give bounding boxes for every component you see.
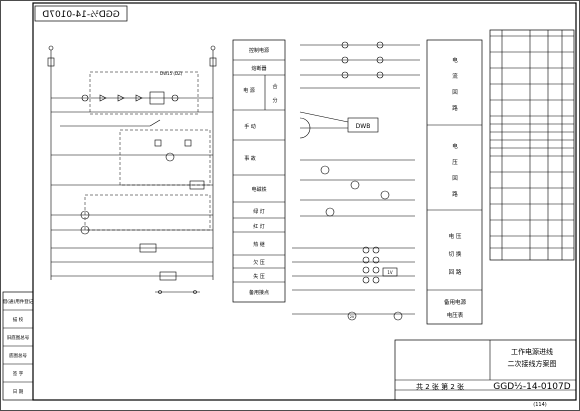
relay-dashed-box xyxy=(89,71,199,115)
title-block: 工作电源进线 二次接线方案图 共 2 张 第 2 张 GGD½-14-0107D… xyxy=(394,339,577,408)
green-lamp-symbol xyxy=(80,210,90,220)
rt-current-1: 电 xyxy=(452,56,458,64)
ft-power: 电 源 xyxy=(243,87,255,94)
title-line-1: 工作电源进线 xyxy=(511,347,553,356)
drawing-code: GGD½-14-0107D xyxy=(493,382,570,392)
ft-red: 红 灯 xyxy=(253,223,265,230)
mirrored-code: GGD½-14-0107D xyxy=(42,10,119,20)
sheet-ref: (114) xyxy=(533,402,546,408)
rt-voltage-3: 回 xyxy=(452,175,458,182)
rev-cell-5: 签 字 xyxy=(13,370,24,377)
metering-circuits: DWB 1V 2V xyxy=(292,41,420,321)
ft-trip: 分 xyxy=(272,97,277,104)
rev-cell-4: 底图总号 xyxy=(9,352,27,359)
ft-spare: 备用接点 xyxy=(249,289,269,296)
bus1-label: 1V xyxy=(387,270,393,275)
rev-cell-6: 日 期 xyxy=(13,389,24,395)
rev-cell-1: 借(通)用件登记 xyxy=(3,298,34,305)
switch-dashed-box xyxy=(119,129,211,186)
rt-switch-1: 电 压 xyxy=(449,232,462,240)
inner-border xyxy=(32,2,577,401)
sheet-count: 共 2 张 第 2 张 xyxy=(416,382,464,391)
dwb-box xyxy=(347,117,379,133)
dwb-label: DWB xyxy=(356,123,371,130)
ft-close: 合 xyxy=(272,83,277,90)
circuit-type-table: 电 流 回 路 电 压 回 路 电 压 切 换 回 路 备用电源 电压表 xyxy=(426,39,483,325)
fuse-right xyxy=(209,57,217,67)
ft-fault: 事 故 xyxy=(244,155,256,162)
rt-current-2: 流 xyxy=(452,72,458,80)
ft-loss: 失 压 xyxy=(253,273,265,280)
rev-cell-2: 描 校 xyxy=(13,316,24,323)
rt-spare-2: 电压表 xyxy=(447,311,464,319)
function-table: 控制电源 熔断器 电 源 合 分 手 动 事 故 电磁铁 绿 灯 红 灯 热 继… xyxy=(232,39,286,303)
lamp-dashed-box xyxy=(84,194,211,231)
rt-voltage-1: 电 xyxy=(452,142,458,150)
device-list-table xyxy=(489,29,575,261)
rt-current-3: 回 xyxy=(452,89,458,96)
control-circuit: DW15 (DZ) xyxy=(47,45,217,294)
fuse-left xyxy=(47,57,55,67)
relay-box-label: DW15 (DZ) xyxy=(160,71,183,76)
ft-under: 欠 压 xyxy=(253,259,265,266)
rt-voltage-2: 压 xyxy=(452,159,458,166)
rt-switch-2: 切 换 xyxy=(449,250,462,258)
rt-spare-1: 备用电源 xyxy=(444,298,467,306)
bus2-label: 2V xyxy=(350,315,355,319)
ft-ctrl: 控制电源 xyxy=(249,47,269,54)
rt-switch-3: 回 路 xyxy=(449,268,462,276)
left-revision-strip: 借(通)用件登记 描 校 旧底图总号 底图总号 签 字 日 期 xyxy=(2,291,34,401)
rev-cell-3: 旧底图总号 xyxy=(7,334,30,341)
ft-green: 绿 灯 xyxy=(253,208,265,215)
rt-voltage-4: 路 xyxy=(452,190,458,198)
rt-current-4: 路 xyxy=(452,104,458,112)
mirrored-code-box: GGD½-14-0107D xyxy=(34,5,128,22)
ft-coil: 电磁铁 xyxy=(251,186,266,193)
ft-manual: 手 动 xyxy=(244,123,256,130)
title-line-2: 二次接线方案图 xyxy=(508,359,557,368)
ft-fuse: 熔断器 xyxy=(251,65,266,72)
red-lamp-symbol xyxy=(80,225,90,235)
ft-thermal: 热 继 xyxy=(253,241,265,248)
